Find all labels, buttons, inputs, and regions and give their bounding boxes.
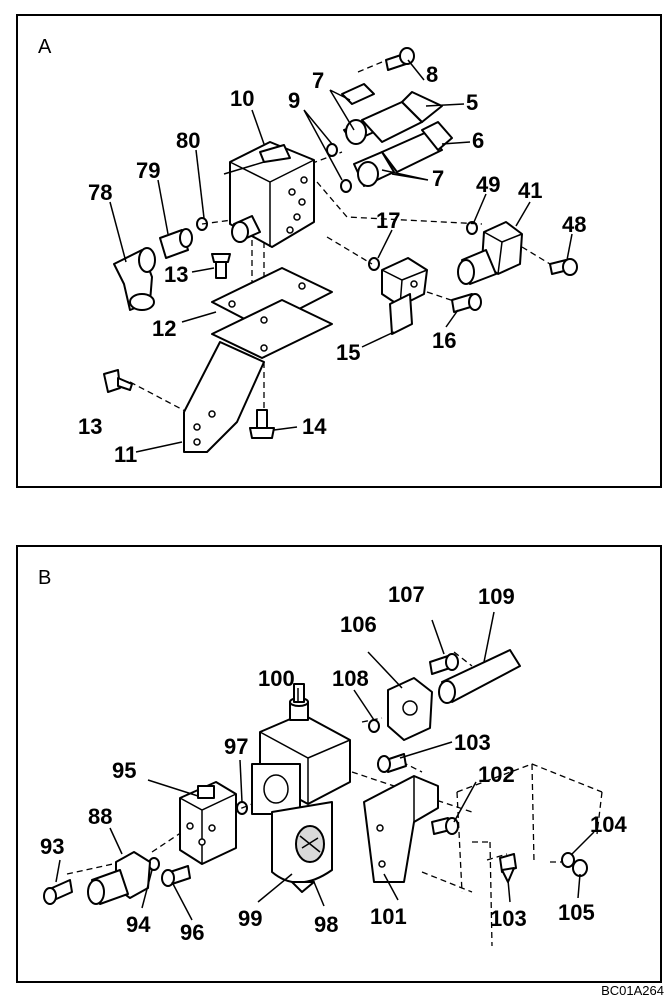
- block-part-15: [381, 257, 428, 335]
- bolt-part-16: [451, 293, 482, 313]
- callout-49: 49: [476, 172, 500, 197]
- block-part-95: [179, 781, 237, 865]
- panel-b-letter: B: [38, 567, 52, 589]
- panel-b: B: [16, 545, 662, 983]
- callout-13-lower: 13: [78, 414, 102, 439]
- callout-7-lower: 7: [432, 166, 444, 191]
- callout-100: 100: [258, 666, 295, 691]
- bolt-part-107: [429, 653, 459, 675]
- o-ring-part-108: [368, 719, 380, 733]
- callout-41: 41: [518, 178, 542, 203]
- callout-79: 79: [136, 158, 160, 183]
- flange-part-7-upper: [341, 83, 443, 145]
- bracket-part-101: [363, 775, 439, 883]
- callout-6: 6: [472, 128, 484, 153]
- bolt-part-13-upper: [211, 253, 231, 279]
- flange-part-7-lower: [353, 121, 453, 187]
- callout-48: 48: [562, 212, 586, 237]
- callout-96: 96: [180, 920, 204, 945]
- washer-part-104: [561, 852, 575, 868]
- elbow-part-78: [113, 247, 156, 311]
- callout-94: 94: [126, 912, 151, 937]
- panel-a-letter: A: [38, 36, 52, 58]
- callout-11: 11: [114, 442, 137, 467]
- callout-13-upper: 13: [164, 262, 188, 287]
- panel-b-drawing: 107 109 106 100 108 97 103 95 102 88 93 …: [40, 582, 627, 947]
- callout-12: 12: [152, 316, 176, 341]
- bolt-part-48: [549, 258, 578, 276]
- callout-14: 14: [302, 414, 327, 439]
- callout-88: 88: [88, 804, 112, 829]
- callout-108: 108: [332, 666, 369, 691]
- callout-78: 78: [88, 180, 112, 205]
- block-part-88: [87, 851, 151, 905]
- callout-109: 109: [478, 584, 515, 609]
- valve-block-part-10: [223, 141, 315, 248]
- callout-5: 5: [466, 90, 478, 115]
- block-part-41: [457, 221, 523, 285]
- callout-10: 10: [230, 86, 254, 111]
- panel-a: A: [16, 14, 662, 488]
- o-ring-part-17: [368, 257, 380, 271]
- callout-99: 99: [238, 906, 262, 931]
- o-ring-part-9-lower: [340, 179, 352, 193]
- bolt-part-96: [161, 865, 191, 887]
- callout-17: 17: [376, 208, 400, 233]
- o-ring-part-80: [196, 217, 208, 231]
- fitting-part-79: [159, 228, 193, 259]
- bolt-part-102: [431, 817, 459, 835]
- nut-part-105: [572, 859, 588, 877]
- flange-part-106: [387, 677, 433, 741]
- bolt-part-103-lower: [499, 853, 517, 883]
- drawing-code: BC01A264: [601, 983, 664, 998]
- callout-8: 8: [426, 62, 438, 87]
- callout-93: 93: [40, 834, 64, 859]
- callout-95: 95: [112, 758, 136, 783]
- callout-106: 106: [340, 612, 377, 637]
- callout-9: 9: [288, 88, 300, 113]
- callout-102: 102: [478, 762, 515, 787]
- hose-part-109: [438, 649, 521, 704]
- callout-7-upper: 7: [312, 68, 324, 93]
- bolt-part-14: [249, 409, 275, 439]
- callout-103-lower: 103: [490, 906, 527, 931]
- bolt-part-8: [385, 47, 415, 71]
- bracket-part-11: [183, 341, 265, 453]
- callout-107: 107: [388, 582, 425, 607]
- panel-a-drawing: 10 9 7 8 5 6 7 80 79 78 49 41 48 17 13 1…: [78, 47, 586, 467]
- callout-103-upper: 103: [454, 730, 491, 755]
- bolt-part-93: [43, 879, 73, 905]
- o-ring-part-49: [466, 221, 478, 235]
- bolt-part-13-lower: [103, 369, 133, 393]
- callout-104: 104: [590, 812, 627, 837]
- callout-16: 16: [432, 328, 456, 353]
- callout-15: 15: [336, 340, 360, 365]
- bolt-part-103-upper: [377, 753, 407, 773]
- filter-assembly-part-100: [251, 683, 351, 893]
- callout-101: 101: [370, 904, 407, 929]
- callout-98: 98: [314, 912, 338, 937]
- plate-part-12: [211, 267, 333, 359]
- callout-80: 80: [176, 128, 200, 153]
- callout-97: 97: [224, 734, 248, 759]
- callout-105: 105: [558, 900, 595, 925]
